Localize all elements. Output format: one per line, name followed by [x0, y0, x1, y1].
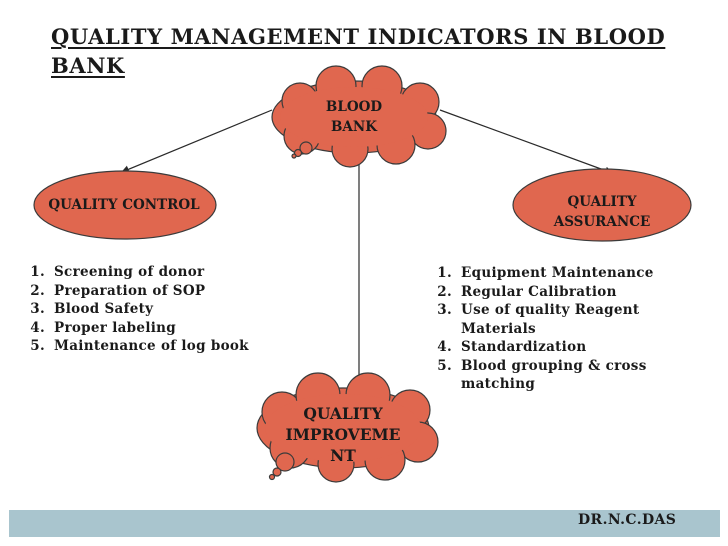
quality-control-list: Screening of donor Preparation of SOP Bl… [20, 263, 320, 356]
list-item: Screening of donor [50, 263, 320, 282]
list-item: Proper labeling [50, 319, 320, 338]
quality-improvement-cloud [256, 372, 439, 483]
arrow-bank-to-assurance [439, 109, 613, 175]
quality-control-label: QUALITY CONTROL [48, 197, 200, 213]
blood-bank-cloud [271, 65, 447, 168]
list-item: Blood grouping & cross matching [457, 357, 676, 394]
list-item: Standardization [457, 338, 727, 357]
list-item: Preparation of SOP [50, 282, 320, 301]
footer-bar [9, 510, 720, 537]
blood-bank-label: BLOOD BANK [325, 99, 383, 135]
quality-assurance-list: Equipment Maintenance Regular Calibratio… [427, 264, 727, 394]
quality-assurance-ellipse [512, 168, 692, 242]
quality-control-ellipse [33, 170, 217, 240]
list-item: Use of quality Reagent Materials [457, 301, 661, 338]
author-credit: DR.N.C.DAS [578, 512, 677, 528]
quality-improvement-label: QUALITY IMPROVEME NT [285, 404, 401, 465]
arrow-bank-to-control [121, 109, 273, 174]
quality-assurance-label: QUALITY ASSURANCE [553, 194, 651, 230]
list-item: Equipment Maintenance [457, 264, 727, 283]
list-item: Blood Safety [50, 300, 320, 319]
list-item: Regular Calibration [457, 283, 727, 302]
page-title: QUALITY MANAGEMENT INDICATORS IN BLOOD B… [51, 24, 666, 78]
list-item: Maintenance of log book [50, 337, 320, 356]
